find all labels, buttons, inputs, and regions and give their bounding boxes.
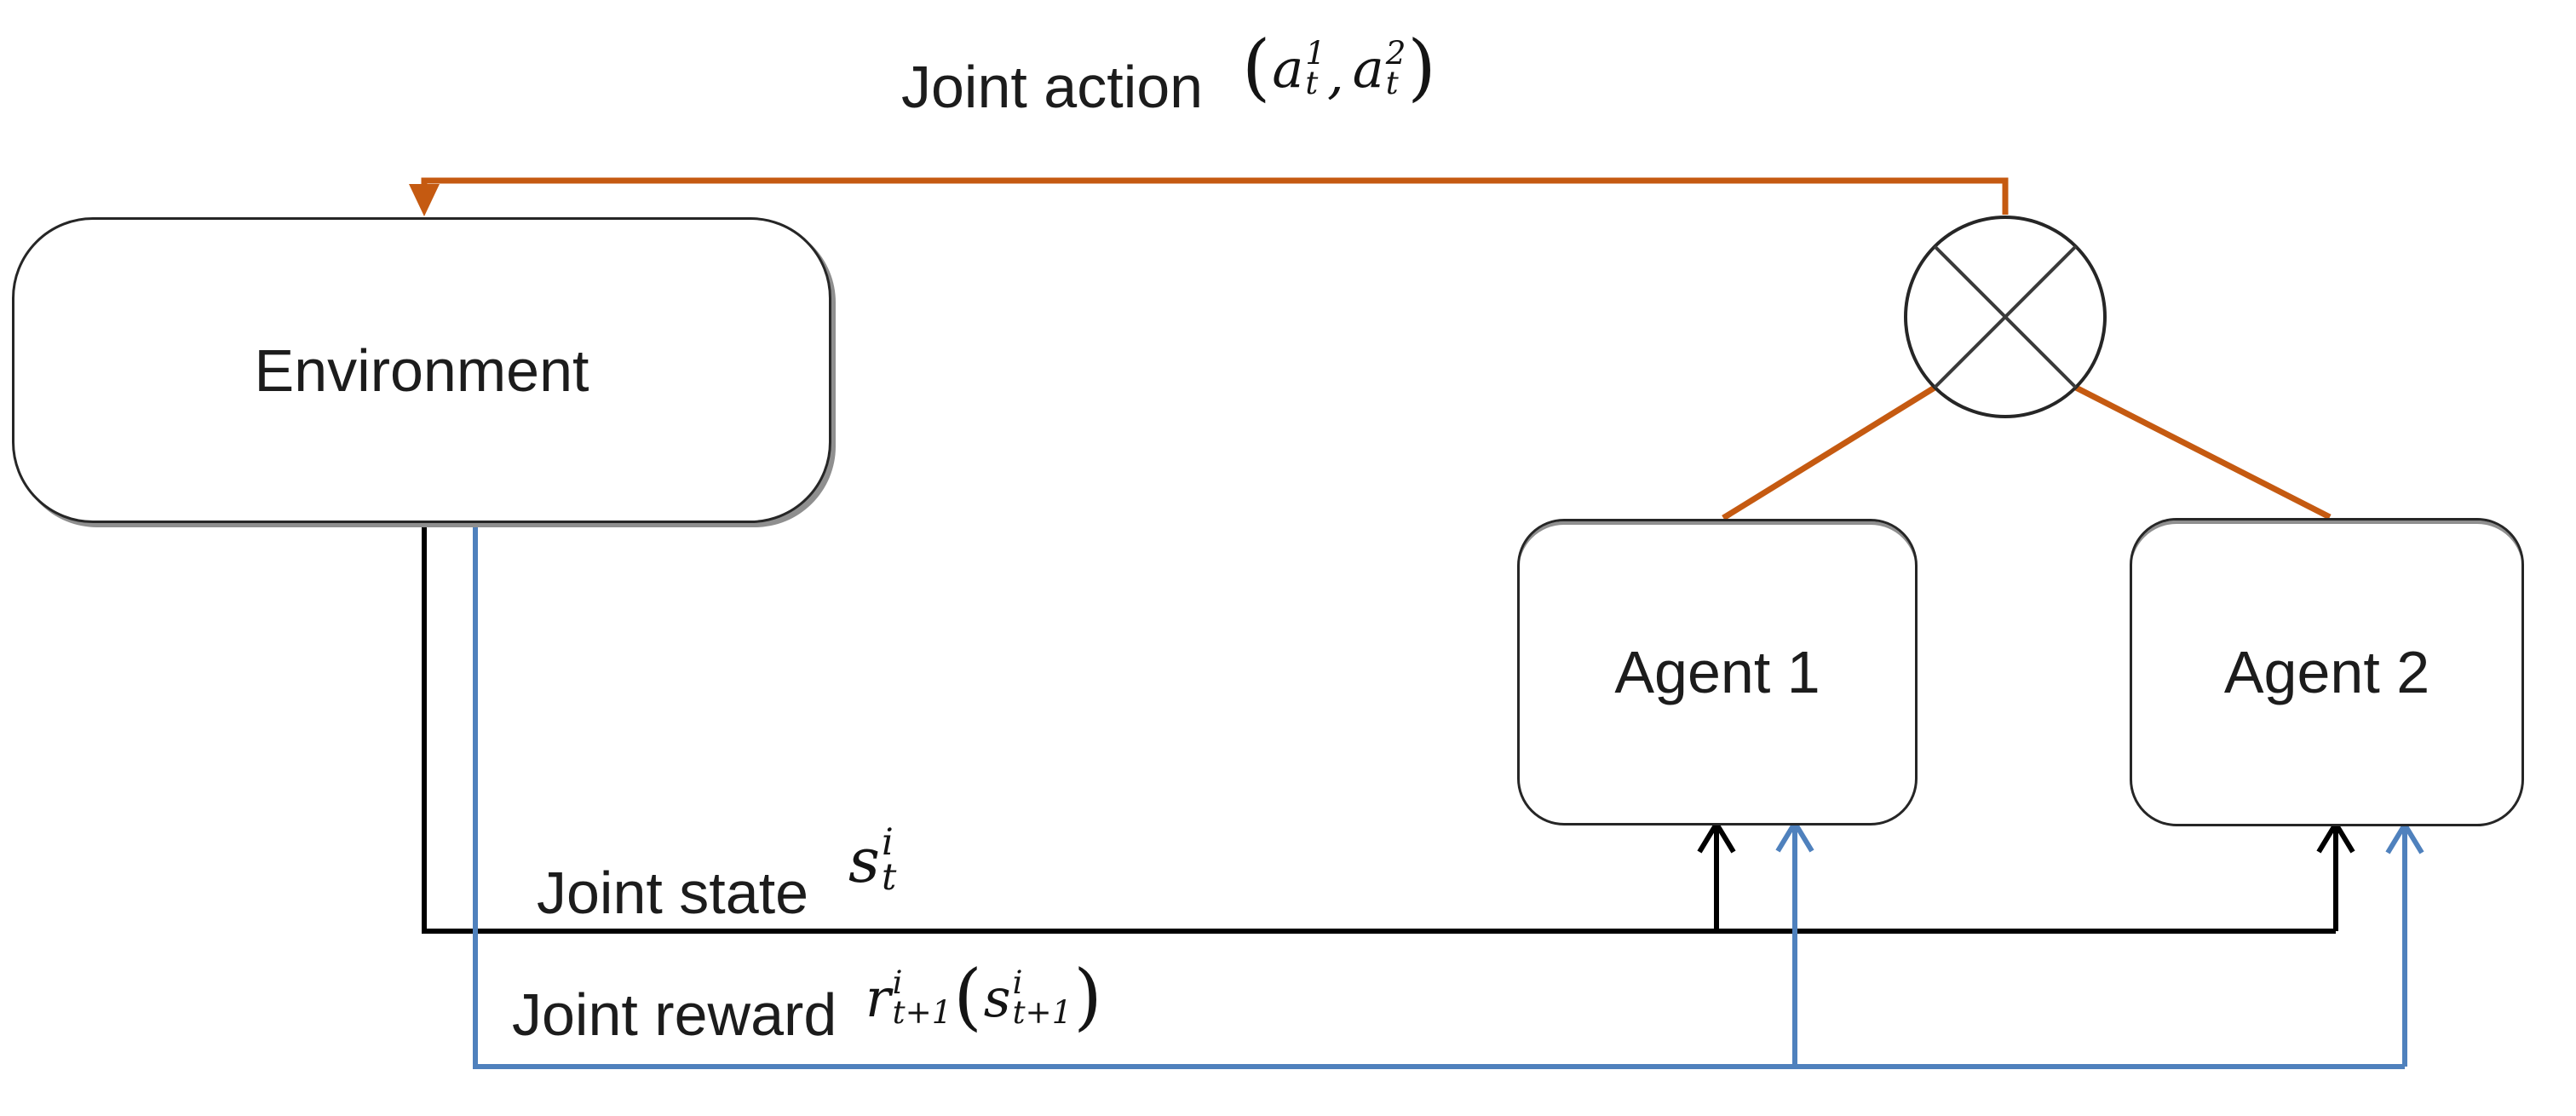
supsub: 1 t xyxy=(1305,33,1326,101)
math-sup: 1 xyxy=(1305,33,1326,72)
joint-reward-label: Joint reward xyxy=(512,981,837,1048)
close-paren: ) xyxy=(1073,955,1102,1040)
math-sub: t xyxy=(1305,64,1319,101)
supsub: i t+1 xyxy=(892,963,952,1031)
supsub: 2 t xyxy=(1385,33,1406,101)
math-sup: i xyxy=(1012,963,1023,1001)
joint-reward-expression: r i t+1 ( s i t+1 ) xyxy=(865,942,1104,1053)
math-base: r xyxy=(865,966,891,1029)
math-sub: t+1 xyxy=(1012,993,1072,1031)
supsub: i t xyxy=(881,820,897,899)
math-sub: t+1 xyxy=(892,993,952,1031)
joint-action-arrow xyxy=(409,177,2332,521)
math-base: a xyxy=(1272,37,1304,100)
joint-state-expression: s i t xyxy=(848,806,896,915)
comma: , xyxy=(1327,43,1344,106)
math-sub: t xyxy=(1385,64,1399,101)
agent2-label: Agent 2 xyxy=(2223,639,2430,705)
math-base: a xyxy=(1352,37,1384,100)
environment-box: Environment xyxy=(12,217,831,523)
arrowhead-down-icon xyxy=(409,184,440,216)
environment-label: Environment xyxy=(254,337,589,404)
joint-action-branch-agent2 xyxy=(2074,384,2332,521)
joint-state-label: Joint state xyxy=(537,860,809,926)
open-paren: ( xyxy=(953,955,982,1040)
math-sup: 2 xyxy=(1385,33,1406,72)
agent2-box: Agent 2 xyxy=(2130,518,2524,826)
math-sup: i xyxy=(892,963,903,1001)
math-base: s xyxy=(983,966,1011,1029)
supsub: i t+1 xyxy=(1012,963,1072,1031)
agent1-box: Agent 1 xyxy=(1517,519,1918,825)
joint-action-label: Joint action xyxy=(901,54,1204,120)
combiner-crossed-circle-icon xyxy=(1904,216,2107,418)
joint-action-branch-agent1 xyxy=(1722,385,1936,521)
math-base: s xyxy=(848,825,880,896)
open-paren: ( xyxy=(1242,26,1271,111)
math-sub: t xyxy=(881,856,897,899)
joint-action-expression: ( a 1 t , a 2 t ) xyxy=(1240,22,1438,114)
math-sup: i xyxy=(881,820,894,864)
close-paren: ) xyxy=(1407,26,1436,111)
agent1-label: Agent 1 xyxy=(1614,639,1820,705)
